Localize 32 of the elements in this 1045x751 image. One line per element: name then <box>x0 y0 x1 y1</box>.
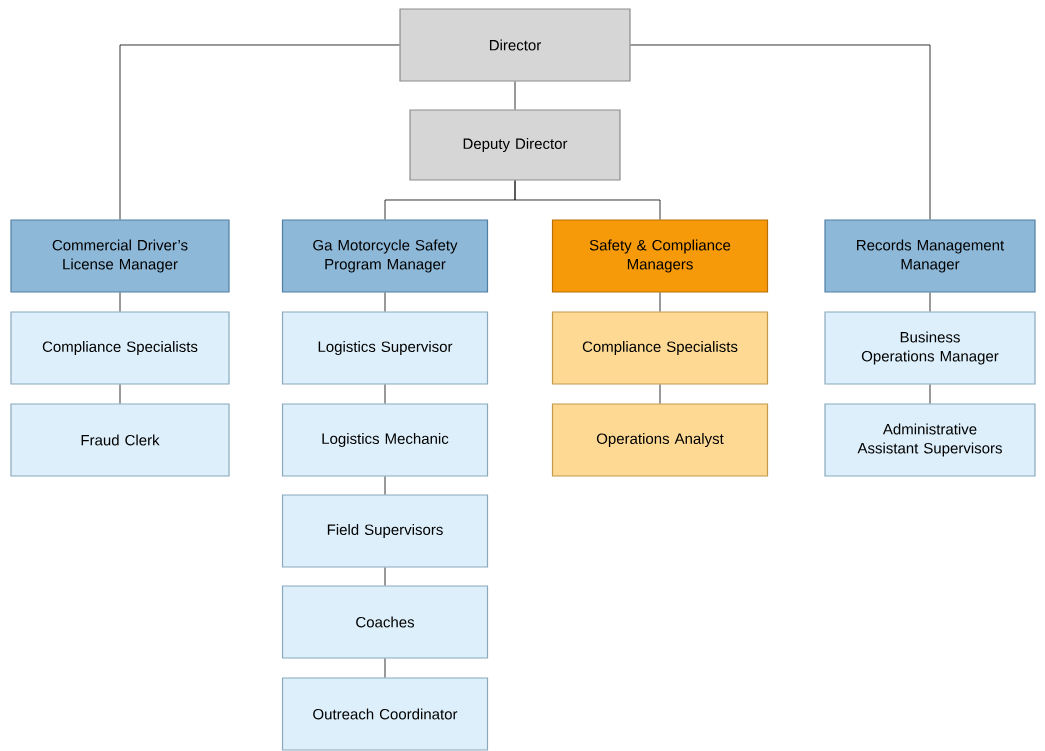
connector-line <box>514 180 661 220</box>
connector-line <box>119 44 400 220</box>
connector-line <box>659 384 661 404</box>
org-box: Records Management Manager <box>824 219 1036 293</box>
org-box: Commercial Driver’s License Manager <box>10 219 230 293</box>
org-box: Director <box>399 8 631 82</box>
org-box: Business Operations Manager <box>824 311 1036 385</box>
org-box: Fraud Clerk <box>10 403 230 477</box>
org-box: Compliance Specialists <box>551 311 769 385</box>
connector-line <box>119 384 121 404</box>
org-box: Logistics Supervisor <box>281 311 489 385</box>
org-box: Ga Motorcycle Safety Program Manager <box>281 219 489 293</box>
connector-line <box>659 292 661 312</box>
connector-line <box>630 44 931 220</box>
connector-line <box>384 476 386 495</box>
org-box: Logistics Mechanic <box>281 403 489 477</box>
connector-line <box>929 292 931 312</box>
connector-line <box>514 81 516 110</box>
connector-line <box>384 658 386 678</box>
connector-line <box>384 292 386 312</box>
org-box: Coaches <box>281 585 489 659</box>
connector-line <box>929 384 931 404</box>
org-box: Field Supervisors <box>281 494 489 568</box>
org-box: Deputy Director <box>409 109 621 181</box>
connector-line <box>119 292 121 312</box>
org-box: Safety & Compliance Managers <box>551 219 769 293</box>
org-box: Administrative Assistant Supervisors <box>824 403 1036 477</box>
org-box: Operations Analyst <box>551 403 769 477</box>
connector-line <box>384 384 386 404</box>
connector-line <box>384 567 386 586</box>
org-box: Outreach Coordinator <box>281 677 489 751</box>
org-box: Compliance Specialists <box>10 311 230 385</box>
